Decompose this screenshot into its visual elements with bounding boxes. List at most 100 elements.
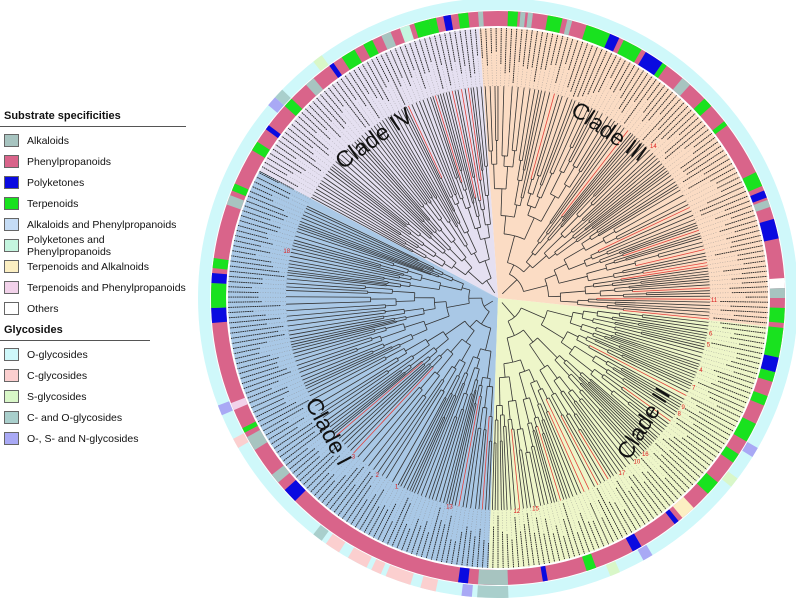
branch	[290, 319, 395, 343]
branch	[536, 380, 542, 390]
leaf-label-mark	[265, 421, 289, 436]
branch	[400, 233, 419, 247]
leaf-label-mark	[555, 37, 569, 83]
leaf-guide-line	[548, 66, 556, 93]
branch	[641, 333, 704, 350]
branch	[506, 337, 514, 363]
branch	[580, 120, 615, 173]
branch	[612, 270, 709, 284]
leaf-guide-line	[705, 341, 710, 343]
leaf-guide-line	[692, 211, 699, 215]
branch	[511, 429, 521, 509]
leaf-guide-line	[371, 473, 380, 485]
branch	[315, 188, 407, 244]
leaf-guide-line	[272, 253, 291, 258]
leaf-label-mark	[565, 38, 574, 65]
branch	[463, 373, 469, 384]
branch	[523, 265, 531, 273]
branch	[457, 89, 476, 178]
leaf-guide-line	[645, 450, 659, 465]
branch	[480, 377, 483, 386]
leaf-label-mark	[664, 120, 703, 154]
leaf-label-mark	[623, 79, 657, 124]
leaf-guide-line	[384, 479, 390, 489]
leaf-label-mark	[275, 144, 297, 160]
branch	[372, 346, 385, 353]
leaf-label-mark	[724, 215, 756, 226]
branch	[581, 382, 647, 450]
leaf-guide-line	[644, 130, 658, 145]
branch	[658, 241, 703, 255]
branch	[520, 307, 545, 319]
branch	[322, 372, 389, 418]
branch	[287, 312, 386, 327]
leaf-guide-line	[318, 419, 325, 424]
leaf-label-mark	[414, 41, 426, 74]
leaf-label-mark	[730, 305, 768, 308]
leaf-guide-line	[268, 321, 288, 324]
leaf-label-mark	[734, 333, 766, 339]
branch	[503, 414, 506, 427]
branch	[521, 89, 536, 161]
leaf-labels	[228, 28, 768, 568]
branch	[595, 339, 694, 382]
leaf-label-mark	[555, 35, 564, 66]
branch	[575, 400, 627, 468]
branch	[458, 362, 466, 377]
leaf-label-mark	[253, 397, 284, 413]
branch	[399, 338, 414, 346]
leaf-label-mark	[730, 210, 754, 219]
branch	[476, 228, 481, 240]
branch	[434, 254, 446, 263]
branch	[494, 442, 497, 510]
glycoside-segment	[477, 585, 509, 598]
leaf-guide-line	[573, 495, 580, 512]
leaf-guide-line	[696, 372, 717, 381]
branch	[465, 267, 473, 275]
leaf-label-mark	[668, 438, 707, 470]
leaf-guide-line	[590, 93, 598, 108]
branch	[544, 274, 557, 280]
branch	[404, 367, 412, 373]
branch	[381, 380, 445, 476]
branch	[520, 91, 546, 198]
branch	[331, 371, 405, 431]
branch	[425, 416, 456, 498]
branch	[309, 356, 386, 397]
branch	[600, 254, 624, 264]
branch	[336, 362, 423, 436]
leaf-label-mark	[734, 224, 759, 233]
leaf-guide-line	[474, 75, 477, 88]
substrate-segment	[693, 98, 712, 116]
leaf-label-mark	[456, 531, 463, 565]
leaf-guide-line	[418, 497, 427, 518]
leaf-guide-line	[314, 155, 331, 168]
leaf-label-mark	[337, 471, 371, 516]
branch	[561, 134, 634, 221]
branch	[533, 418, 538, 427]
leaf-label-mark	[233, 245, 271, 254]
highlight-number: 14	[650, 144, 657, 150]
branch	[525, 452, 536, 507]
leaf-guide-line	[544, 66, 551, 92]
branch	[405, 243, 427, 257]
leaf-label-mark	[726, 229, 760, 240]
leaf-guide-line	[289, 217, 301, 222]
branch	[318, 360, 399, 412]
leaf-label-mark	[312, 101, 332, 122]
branch	[547, 220, 564, 240]
substrate-segment	[507, 11, 519, 27]
branch	[465, 330, 475, 343]
branch	[430, 202, 443, 219]
leaf-guide-line	[677, 182, 682, 186]
branch	[553, 380, 562, 393]
branch	[563, 247, 585, 260]
leaf-label-mark	[292, 450, 319, 474]
branch	[657, 254, 660, 258]
branch	[392, 391, 445, 483]
branch	[527, 423, 534, 447]
branch	[619, 345, 696, 376]
branch	[604, 337, 697, 373]
leaf-guide-line	[411, 87, 418, 103]
branch	[513, 204, 518, 218]
